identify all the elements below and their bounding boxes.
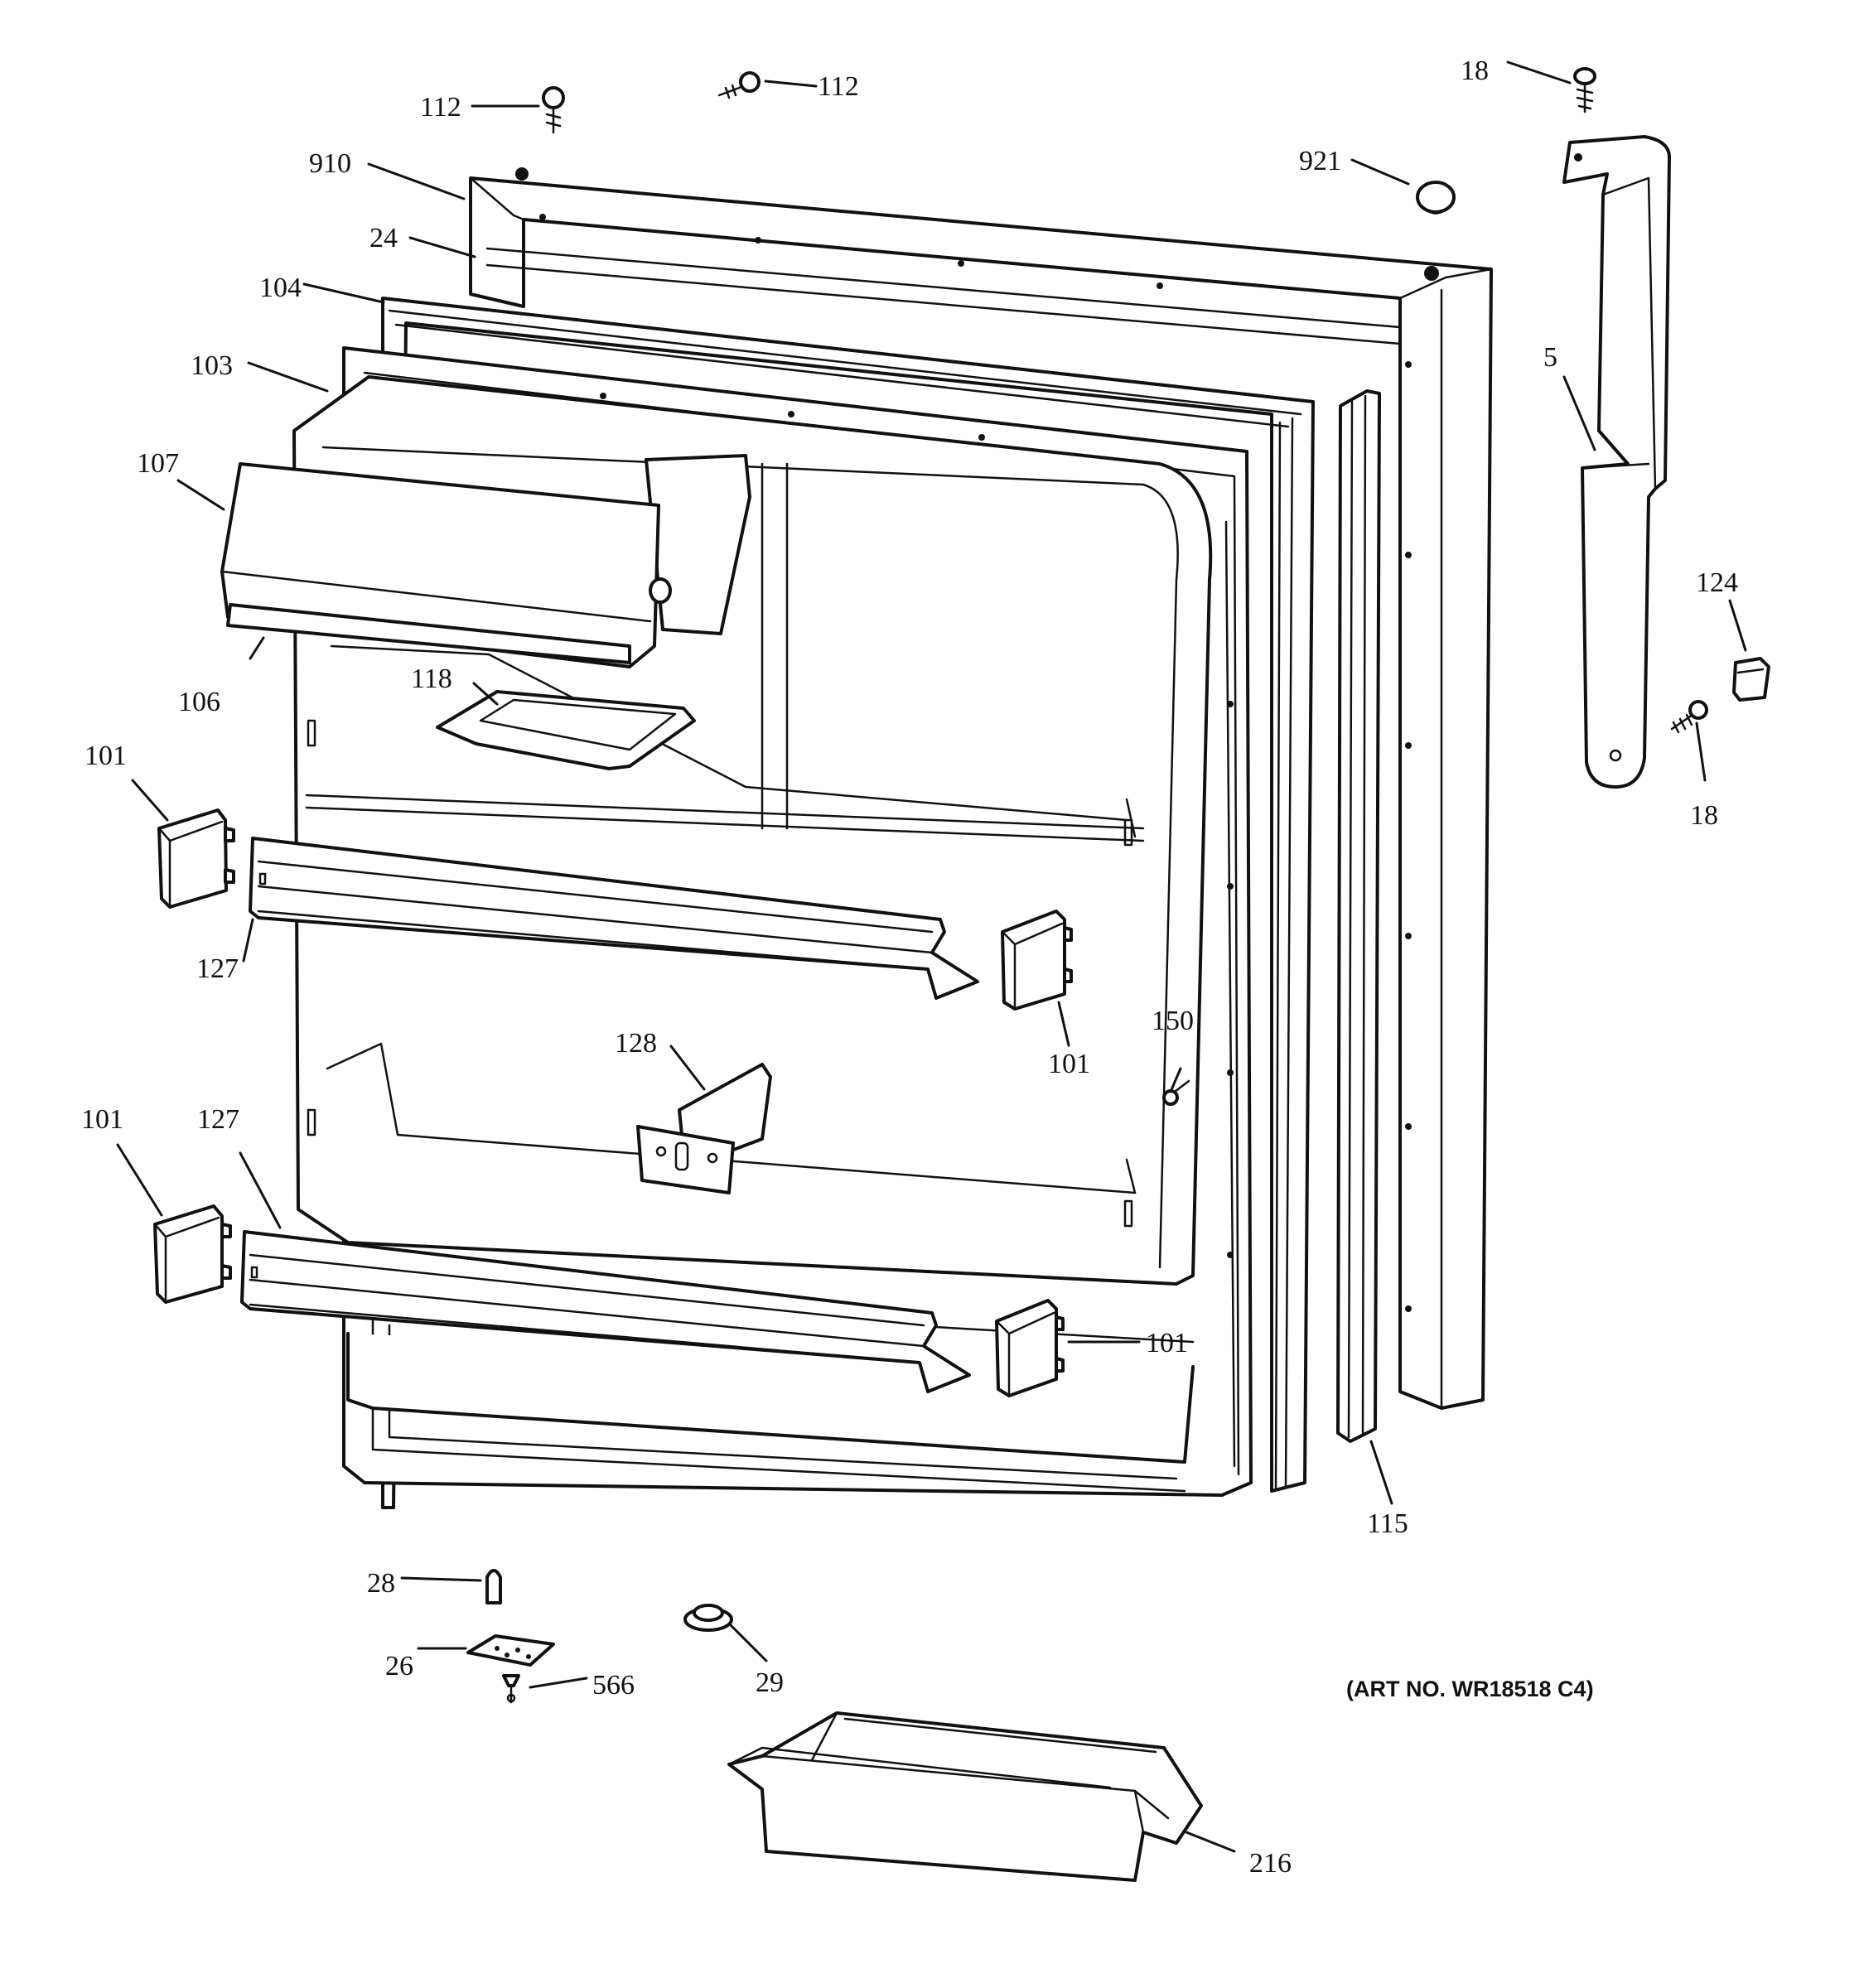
callout-112-left: 112 — [420, 92, 461, 123]
shelf-support-101-d — [995, 1299, 1065, 1397]
callout-921: 921 — [1299, 146, 1341, 176]
screw-18-lower — [1670, 700, 1708, 734]
callout-29: 29 — [756, 1667, 784, 1698]
callout-28: 28 — [367, 1568, 395, 1599]
callout-labels: 112 112 18 910 921 24 104 103 5 107 124 … — [81, 55, 1738, 1879]
callout-566: 566 — [592, 1670, 635, 1701]
callout-101-lower-left: 101 — [81, 1104, 123, 1135]
art-number: (ART NO. WR18518 C4) — [1346, 1677, 1594, 1701]
callout-26: 26 — [385, 1651, 413, 1682]
callout-101-upper-right: 101 — [1048, 1049, 1090, 1079]
callout-127-lower: 127 — [197, 1104, 239, 1135]
bracket-128 — [636, 1063, 772, 1194]
callout-150: 150 — [1152, 1006, 1194, 1036]
hinge-plate-26 — [466, 1634, 555, 1667]
callout-112-right: 112 — [818, 71, 859, 102]
shelf-support-101-c — [153, 1204, 232, 1304]
callout-104: 104 — [259, 273, 302, 303]
callout-124: 124 — [1696, 567, 1738, 598]
shelf-support-101-a — [157, 808, 235, 909]
callout-107: 107 — [137, 448, 179, 479]
door-gasket-104 — [381, 297, 1315, 1509]
callout-127-upper: 127 — [196, 953, 239, 984]
callout-118: 118 — [411, 663, 452, 694]
butter-tray-118 — [436, 690, 696, 770]
screw-18-upper — [1573, 67, 1596, 113]
pin-28 — [485, 1569, 502, 1604]
leader-lines — [116, 60, 1747, 1853]
callout-103: 103 — [191, 350, 233, 381]
callout-18-right: 18 — [1690, 800, 1718, 831]
door-handle-5 — [1562, 135, 1671, 789]
callout-910: 910 — [309, 148, 351, 179]
plug-921 — [1416, 181, 1456, 215]
callout-5: 5 — [1543, 342, 1557, 373]
gasket-strip-115 — [1336, 389, 1381, 1443]
door-frame-910 — [469, 167, 1493, 1410]
storage-bin-216 — [727, 1711, 1203, 1882]
callout-101-upper-left: 101 — [85, 741, 127, 771]
part-124 — [1732, 657, 1770, 702]
door-shelf-127-upper — [249, 837, 979, 1000]
callout-18-top: 18 — [1461, 55, 1489, 86]
cap-29 — [683, 1604, 733, 1632]
callout-128: 128 — [615, 1028, 657, 1059]
screw-566 — [502, 1674, 520, 1704]
callout-106: 106 — [178, 687, 220, 717]
callout-115: 115 — [1367, 1508, 1408, 1539]
callout-101-lower-right: 101 — [1146, 1328, 1188, 1358]
callout-24: 24 — [369, 223, 398, 253]
dairy-compartment-107 — [220, 454, 751, 668]
screw-112-a — [542, 86, 565, 134]
door-shelf-127-lower — [240, 1230, 971, 1393]
shelf-support-101-b — [1001, 910, 1073, 1011]
callout-216: 216 — [1249, 1848, 1292, 1879]
screw-112-b — [717, 71, 761, 99]
